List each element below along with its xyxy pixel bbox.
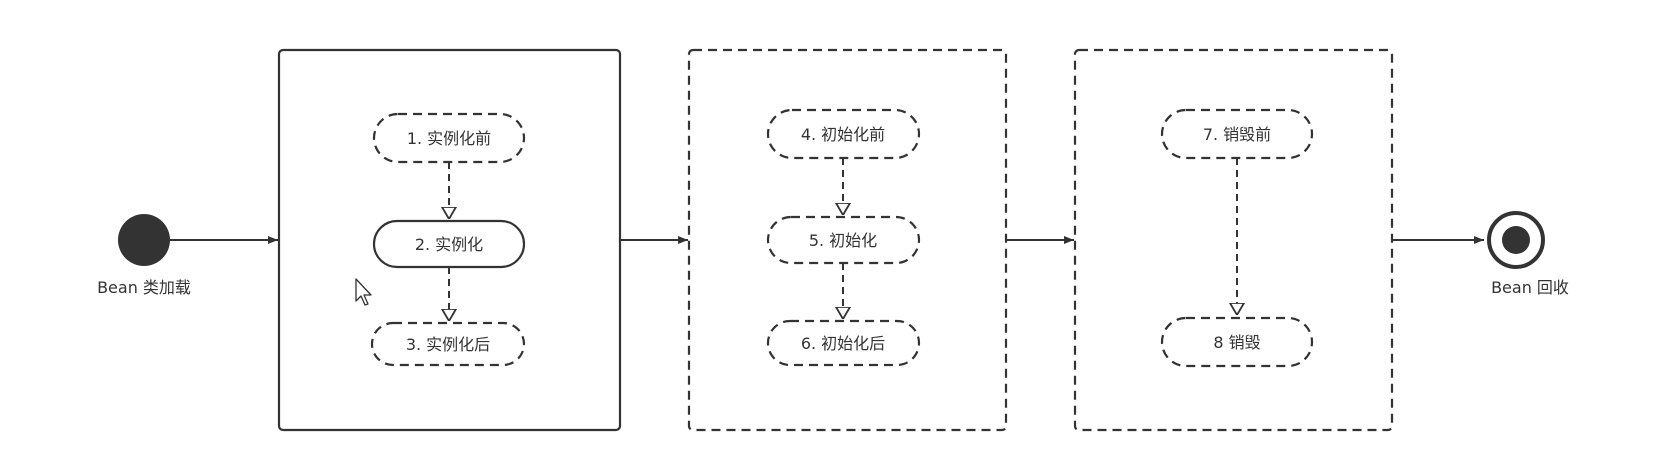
node-after-instantiation-label: 3. 实例化后 — [406, 335, 490, 354]
group-initialization — [687, 48, 1008, 432]
node-after-instantiation — [370, 321, 526, 367]
node-before-instantiation-label: 1. 实例化前 — [407, 129, 491, 148]
node-after-initialization — [766, 319, 921, 367]
group-destruction — [1073, 48, 1394, 432]
node-destruction-label: 8 销毁 — [1213, 333, 1260, 352]
node-after-initialization-label: 6. 初始化后 — [801, 334, 885, 353]
start-label: Bean 类加载 — [97, 278, 191, 297]
node-before-destruction-label: 7. 销毁前 — [1203, 125, 1271, 144]
node-instantiation-label: 2. 实例化 — [415, 235, 483, 254]
start-node-icon — [118, 214, 170, 266]
node-initialization-label: 5. 初始化 — [809, 231, 877, 250]
node-before-initialization-label: 4. 初始化前 — [801, 125, 885, 144]
mouse-pointer-icon — [355, 278, 372, 306]
end-label: Bean 回收 — [1491, 278, 1569, 297]
node-destruction — [1160, 316, 1314, 368]
end-node-icon — [1487, 211, 1545, 269]
group-instantiation — [277, 48, 622, 432]
